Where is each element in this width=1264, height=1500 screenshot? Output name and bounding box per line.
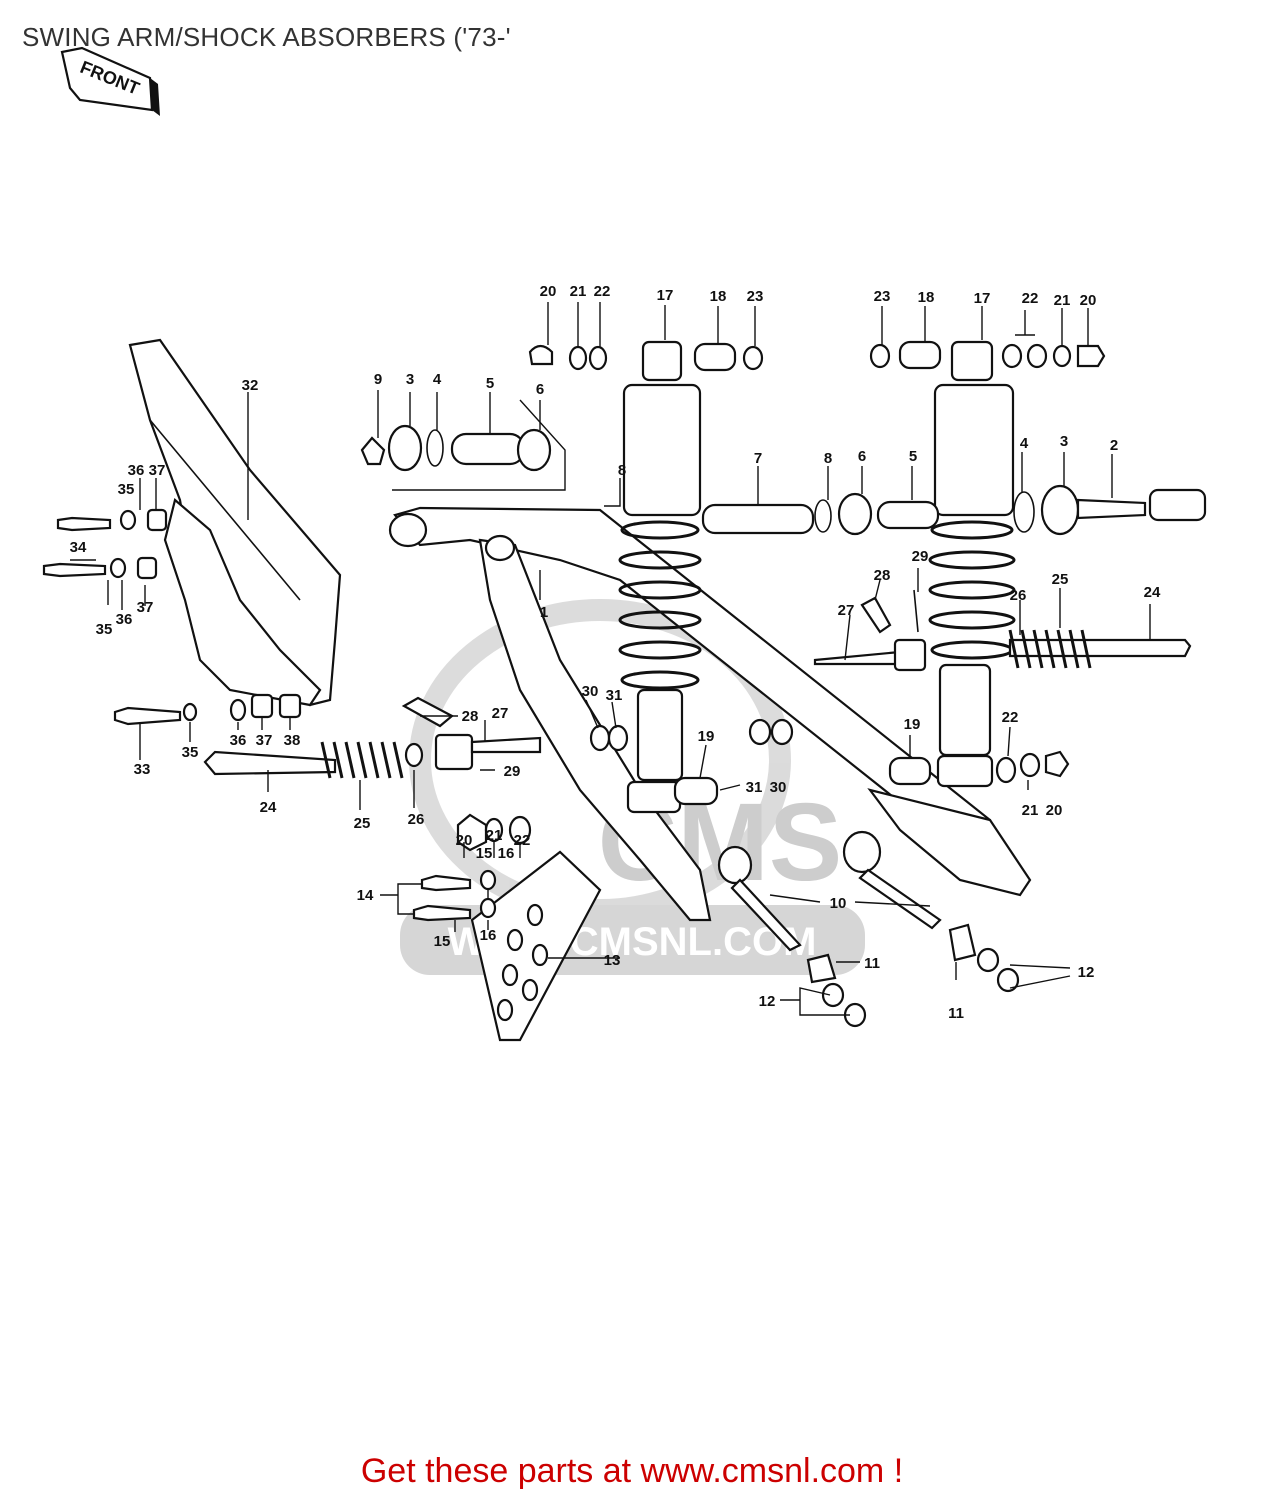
- callout: 22: [1022, 290, 1039, 307]
- callout: 1: [540, 604, 548, 621]
- callout: 12: [759, 993, 776, 1010]
- callout: 35: [118, 481, 135, 498]
- callout: 16: [480, 927, 497, 944]
- callout: 6: [536, 381, 544, 398]
- callout: 23: [874, 288, 891, 305]
- callout: 38: [284, 732, 301, 749]
- callout: 13: [604, 952, 621, 969]
- callout: 30: [770, 779, 787, 796]
- callout: 24: [1144, 584, 1161, 601]
- callout: 22: [1002, 709, 1019, 726]
- callout: 28: [462, 708, 479, 725]
- callout: 12: [1078, 964, 1095, 981]
- callout: 25: [1052, 571, 1069, 588]
- callout: 8: [824, 450, 832, 467]
- callout: 4: [1020, 435, 1029, 452]
- callout: 5: [909, 448, 917, 465]
- callout: 22: [514, 832, 531, 849]
- callout: 21: [1054, 292, 1071, 309]
- callout: 26: [408, 811, 425, 828]
- callout: 22: [594, 283, 611, 300]
- callout: 15: [476, 845, 493, 862]
- callout: 27: [492, 705, 509, 722]
- callout: 25: [354, 815, 371, 832]
- callout: 20: [456, 832, 473, 849]
- callout: 31: [606, 687, 623, 704]
- callout: 33: [134, 761, 151, 778]
- callout: 34: [70, 539, 87, 556]
- callout: 29: [912, 548, 929, 565]
- callout: 37: [256, 732, 273, 749]
- callout: 36: [230, 732, 247, 749]
- callout: 20: [1046, 802, 1063, 819]
- callout-labels: 20 21 22 17 18 23 23 18 17 22 21 20 9 3 …: [70, 283, 1161, 1022]
- callout: 10: [830, 895, 847, 912]
- page-title: SWING ARM/SHOCK ABSORBERS ('73-': [22, 22, 511, 52]
- callout: 17: [657, 287, 674, 304]
- callout: 18: [710, 288, 727, 305]
- callout: 21: [1022, 802, 1039, 819]
- callout: 21: [570, 283, 587, 300]
- callout: 19: [698, 728, 715, 745]
- callout: 14: [357, 887, 374, 904]
- callout: 4: [433, 371, 442, 388]
- callout: 3: [1060, 433, 1068, 450]
- callout: 21: [486, 827, 503, 844]
- callout: 20: [1080, 292, 1097, 309]
- get-parts-link[interactable]: Get these parts at www.cmsnl.com !: [360, 1452, 904, 1490]
- leader-lines: [70, 302, 1151, 1016]
- callout: 27: [838, 602, 855, 619]
- callout: 35: [96, 621, 113, 638]
- callout: 15: [434, 933, 451, 950]
- callout: 35: [182, 744, 199, 761]
- callout: 19: [904, 716, 921, 733]
- callout: 7: [754, 450, 762, 467]
- callout: 16: [498, 845, 515, 862]
- callout: 9: [374, 371, 382, 388]
- callout: 30: [582, 683, 599, 700]
- callout: 24: [260, 799, 277, 816]
- callout: 32: [242, 377, 259, 394]
- callout: 2: [1110, 437, 1118, 454]
- callout: 36: [128, 462, 145, 479]
- chain-guard: [128, 338, 342, 707]
- callout: 23: [747, 288, 764, 305]
- callout: 17: [974, 290, 991, 307]
- callout: 37: [149, 462, 166, 479]
- small-parts: [42, 340, 1207, 1042]
- callout: 3: [406, 371, 414, 388]
- callout: 37: [137, 599, 154, 616]
- left-shock-absorber: [618, 340, 702, 814]
- callout: 11: [864, 955, 880, 972]
- callout: 5: [486, 375, 494, 392]
- callout: 28: [874, 567, 891, 584]
- callout: 18: [918, 289, 935, 306]
- callout: 20: [540, 283, 557, 300]
- callout: 36: [116, 611, 133, 628]
- callout: 11: [948, 1005, 964, 1022]
- callout: 6: [858, 448, 866, 465]
- front-arrow-icon: FRONT: [60, 46, 160, 116]
- callout: 29: [504, 763, 521, 780]
- callout: 31: [746, 779, 763, 796]
- right-shock-absorber: [928, 340, 1016, 788]
- callout: 26: [1010, 587, 1027, 604]
- callout: 8: [618, 462, 626, 479]
